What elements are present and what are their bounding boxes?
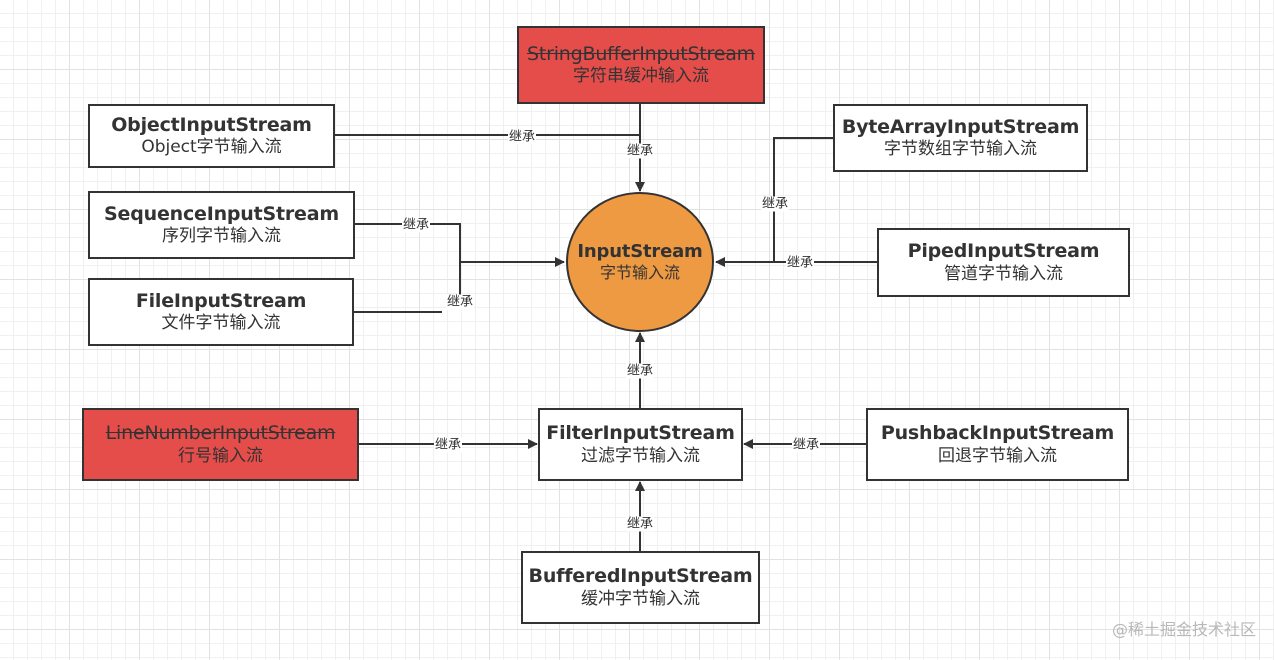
edge-label-object: 继承 bbox=[507, 129, 537, 145]
edge-label-sequence: 继承 bbox=[401, 217, 431, 233]
node-name: BufferedInputStream bbox=[528, 565, 753, 587]
edge-label-filter: 继承 bbox=[625, 363, 655, 379]
node-name: InputStream bbox=[577, 240, 703, 262]
edge-label-buffered: 继承 bbox=[625, 516, 655, 532]
node-sequence-input-stream[interactable]: SequenceInputStream 序列字节输入流 bbox=[88, 191, 355, 259]
node-input-stream[interactable]: InputStream 字节输入流 bbox=[566, 192, 714, 332]
node-file-input-stream[interactable]: FileInputStream 文件字节输入流 bbox=[88, 278, 354, 346]
node-name: ObjectInputStream bbox=[111, 113, 312, 136]
node-name: FileInputStream bbox=[135, 289, 307, 312]
node-desc: 字节输入流 bbox=[599, 263, 680, 283]
node-line-number-input-stream[interactable]: LineNumberInputStream 行号输入流 bbox=[82, 408, 359, 481]
node-desc: 过滤字节输入流 bbox=[581, 445, 700, 466]
edge-file-to-inputstream bbox=[354, 262, 461, 313]
edge-label-piped: 继承 bbox=[785, 255, 815, 271]
edge-bytearray-to-inputstream bbox=[773, 137, 833, 262]
edge-label-pushback: 继承 bbox=[791, 437, 821, 453]
node-desc: 缓冲字节输入流 bbox=[581, 588, 700, 609]
edge-label-file: 继承 bbox=[445, 294, 475, 310]
edge-sequence-to-inputstream bbox=[354, 223, 461, 262]
node-string-buffer-input-stream[interactable]: StringBufferInputStream 字符串缓冲输入流 bbox=[517, 26, 765, 104]
node-byte-array-input-stream[interactable]: ByteArrayInputStream 字节数组字节输入流 bbox=[833, 104, 1088, 172]
node-filter-input-stream[interactable]: FilterInputStream 过滤字节输入流 bbox=[538, 408, 743, 481]
node-desc: 字节数组字节输入流 bbox=[884, 139, 1037, 160]
node-desc: 文件字节输入流 bbox=[161, 313, 281, 334]
edge-label-stringbuffer: 继承 bbox=[625, 143, 655, 159]
node-desc: 字符串缓冲输入流 bbox=[573, 66, 709, 87]
node-pushback-input-stream[interactable]: PushbackInputStream 回退字节输入流 bbox=[866, 408, 1129, 481]
node-desc: 序列字节输入流 bbox=[162, 226, 281, 247]
node-buffered-input-stream[interactable]: BufferedInputStream 缓冲字节输入流 bbox=[521, 551, 760, 624]
watermark: @稀土掘金技术社区 bbox=[1111, 620, 1256, 639]
node-object-input-stream[interactable]: ObjectInputStream Object字节输入流 bbox=[88, 104, 335, 168]
node-name: LineNumberInputStream bbox=[105, 422, 336, 444]
node-name: FilterInputStream bbox=[546, 422, 735, 444]
node-name: SequenceInputStream bbox=[104, 202, 339, 225]
node-desc: 回退字节输入流 bbox=[938, 445, 1057, 466]
node-desc: Object字节输入流 bbox=[141, 137, 282, 158]
edge-label-bytearray: 继承 bbox=[760, 196, 790, 212]
node-desc: 行号输入流 bbox=[178, 445, 263, 466]
node-desc: 管道字节输入流 bbox=[944, 263, 1063, 284]
node-name: StringBufferInputStream bbox=[526, 42, 755, 65]
edge-label-linenumber: 继承 bbox=[433, 437, 463, 453]
node-name: PipedInputStream bbox=[907, 240, 1100, 262]
node-piped-input-stream[interactable]: PipedInputStream 管道字节输入流 bbox=[877, 228, 1130, 297]
node-name: PushbackInputStream bbox=[880, 422, 1115, 444]
node-name: ByteArrayInputStream bbox=[841, 115, 1080, 138]
